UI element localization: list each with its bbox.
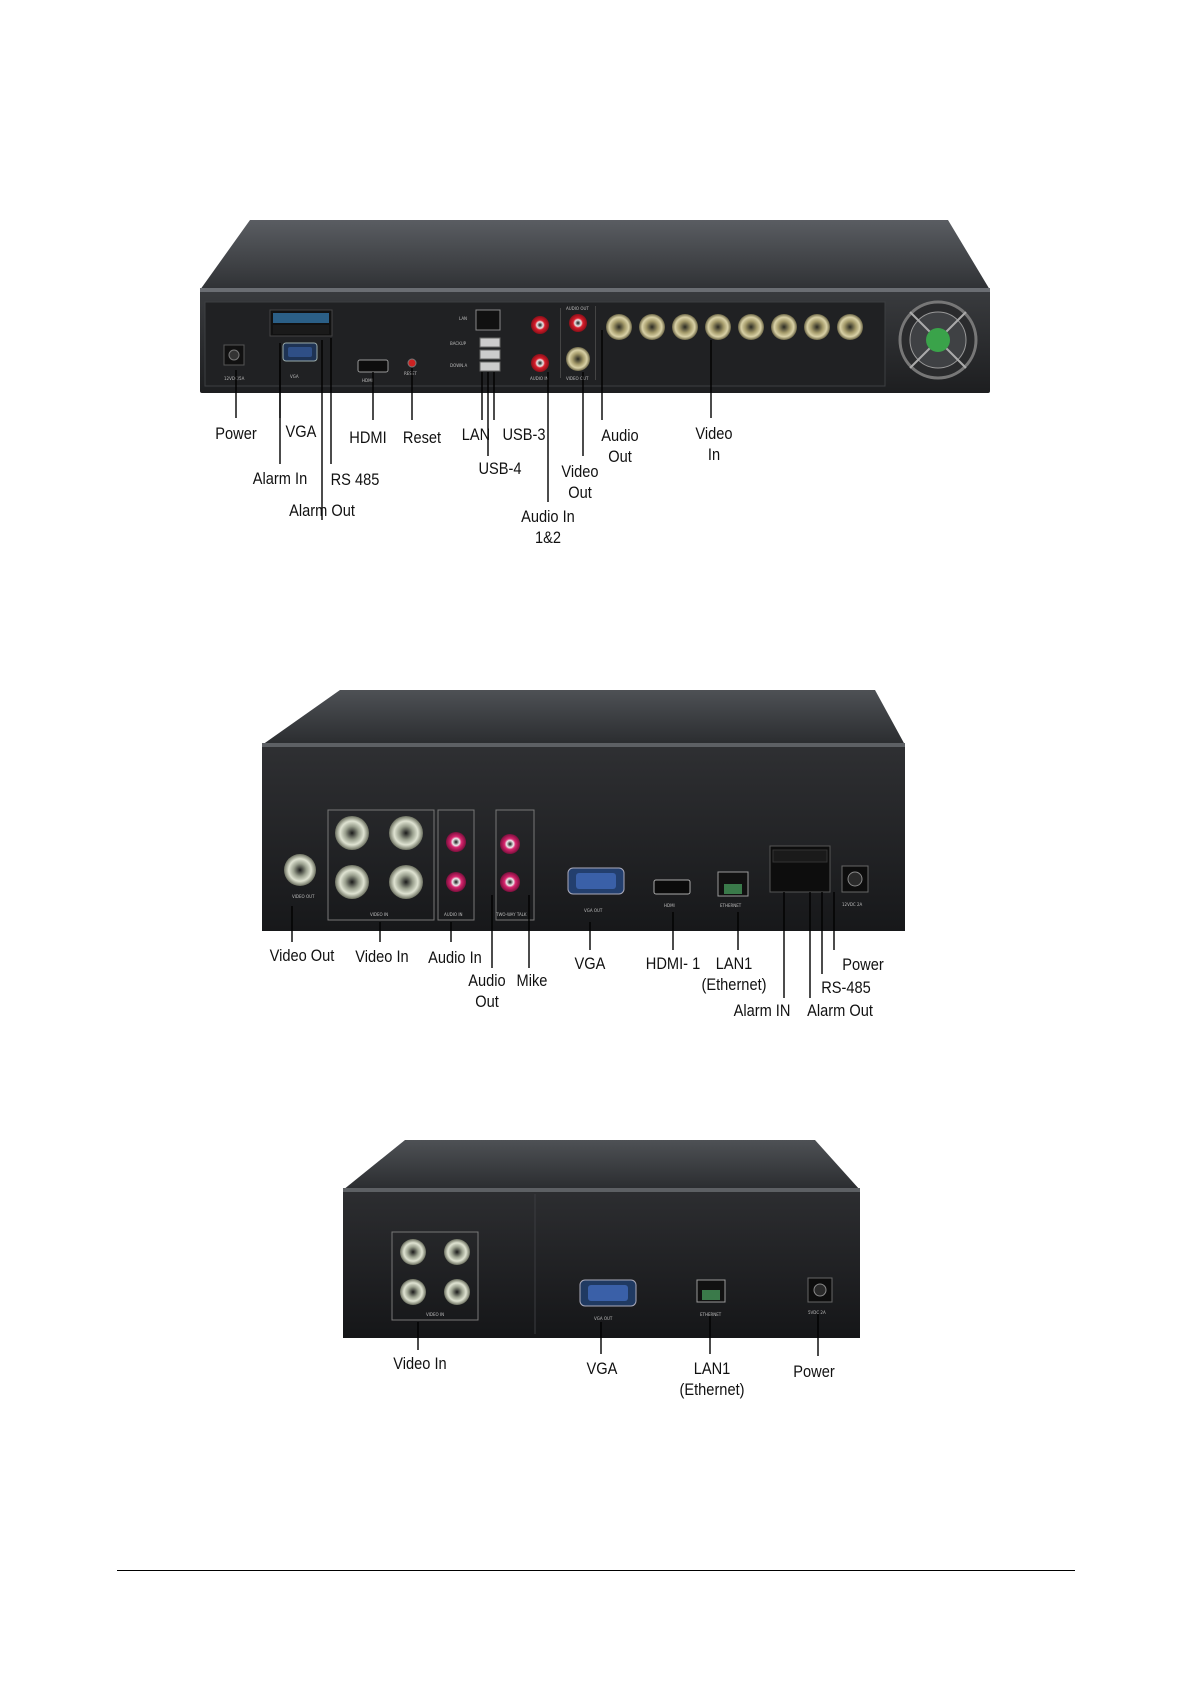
callout-alarm-out: Alarm Out <box>289 501 355 520</box>
vga-port <box>579 1279 637 1307</box>
callout-hdmi-1: HDMI- 1 <box>645 954 701 973</box>
audio-out-rca <box>500 834 520 854</box>
callout-rs485: RS 485 <box>330 470 380 489</box>
callout-usb3: USB-3 <box>502 425 546 444</box>
mike-rca <box>500 872 520 892</box>
dvr-rear-panel-figure-2: VIDEO OUT VIDEO IN AUDIO IN TWO-WAY TALK… <box>262 690 905 998</box>
panel-label-vga-out: VGA OUT <box>594 1316 613 1321</box>
callout-audio-out: Audio Out <box>601 426 639 466</box>
panel-label-power: 12VDC/5A <box>224 376 245 381</box>
ethernet-port <box>696 1279 726 1303</box>
lan-usb-stack <box>475 309 501 372</box>
hdmi-port <box>357 359 389 373</box>
callout-alarm-in: Alarm In <box>252 469 308 488</box>
panel-label-video-in: VIDEO IN <box>370 912 388 917</box>
alarm-terminal-block <box>269 309 333 337</box>
callout-video-in: Video In <box>393 1354 447 1373</box>
cooling-fan <box>898 300 978 380</box>
power-jack <box>807 1277 833 1303</box>
audio-out-rca <box>569 314 587 332</box>
callout-leaders-figure-2 <box>291 892 835 998</box>
panel-label-power: 5VDC 2A <box>808 1310 826 1315</box>
power-jack <box>223 344 245 366</box>
footer-rule <box>117 1570 1075 1571</box>
callout-rs-485: RS-485 <box>821 978 871 997</box>
panel-label-audio-in: AUDIO IN <box>444 912 463 917</box>
callout-audio-in: Audio In <box>428 948 482 967</box>
callout-video-out: Video Out <box>561 462 599 502</box>
panel-label-vga-out: VGA OUT <box>584 908 603 913</box>
callout-power: Power <box>793 1362 835 1381</box>
panel-label-video-out: VIDEO OUT <box>566 376 589 381</box>
vga-port <box>282 342 318 362</box>
ethernet-port <box>717 871 749 897</box>
callout-lan1-ethernet: LAN1 (Ethernet) <box>701 954 767 994</box>
alarm-terminal-block <box>769 845 831 893</box>
callout-power: Power <box>842 955 884 974</box>
panel-label-hdmi: HDMI <box>362 378 373 383</box>
callout-alarm-out: Alarm Out <box>807 1001 873 1020</box>
callout-power: Power <box>215 424 257 443</box>
audio-in-rca-2 <box>446 872 466 892</box>
video-out-bnc <box>566 347 590 371</box>
callout-lan1-ethernet: LAN1 (Ethernet) <box>679 1359 745 1399</box>
callout-usb4: USB-4 <box>478 459 522 478</box>
callout-audio-in-1-2: Audio In 1&2 <box>521 507 575 547</box>
panel-label-ethernet: ETHERNET <box>720 903 742 908</box>
panel-label-power: 12VDC 2A <box>842 902 863 907</box>
reset-button <box>407 358 417 368</box>
video-in-bnc-row <box>606 314 863 340</box>
panel-label-audio-out: AUDIO OUT <box>566 306 589 311</box>
callout-audio-out: Audio Out <box>468 971 506 1011</box>
callout-lan: LAN <box>461 425 491 444</box>
callout-leaders-figure-3 <box>417 1314 819 1356</box>
panel-label-ethernet: ETHERNET <box>700 1312 722 1317</box>
audio-in-1-rca <box>531 316 549 334</box>
callout-alarm-in: Alarm IN <box>733 1001 791 1020</box>
video-in-bnc-group <box>400 1239 470 1305</box>
video-out-bnc <box>284 854 316 886</box>
panel-label-lan: LAN <box>459 316 467 321</box>
panel-label-video-in: VIDEO IN <box>426 1312 444 1317</box>
callout-video-in: Video In <box>355 947 409 966</box>
panel-label-audio-in: AUDIO IN <box>530 376 549 381</box>
video-in-bnc-group <box>335 816 423 899</box>
power-jack <box>841 865 869 893</box>
dvr-rear-panel-figure-1: 12VDC/5A VGA HDMI RESET LAN BACKUP DOWN.… <box>200 220 990 520</box>
panel-label-vga: VGA <box>290 374 299 379</box>
hdmi-port <box>653 879 691 895</box>
callout-video-out: Video Out <box>269 946 335 965</box>
callout-hdmi: HDMI <box>349 428 387 447</box>
callout-mike: Mike <box>516 971 548 990</box>
callout-reset: Reset <box>402 428 442 447</box>
panel-label-backup: BACKUP <box>450 341 467 346</box>
audio-in-rca-1 <box>446 832 466 852</box>
callout-leaders-figure-1 <box>235 330 712 520</box>
callout-vga: VGA <box>574 954 606 973</box>
panel-label-two-way-talk: TWO-WAY TALK <box>495 912 527 917</box>
callout-vga: VGA <box>586 1359 618 1378</box>
panel-label-reset: RESET <box>404 371 417 376</box>
dvr-rear-panel-figure-3: VIDEO IN VGA OUT ETHERNET 5VDC 2A <box>343 1140 860 1356</box>
panel-label-video-out: VIDEO OUT <box>292 894 315 899</box>
vga-port <box>567 867 625 895</box>
panel-label-down: DOWN.A <box>450 363 467 368</box>
panel-label-hdmi: HDMI <box>664 903 675 908</box>
callout-video-in: Video In <box>695 424 733 464</box>
audio-in-2-rca <box>531 354 549 372</box>
callout-vga: VGA <box>285 422 317 441</box>
